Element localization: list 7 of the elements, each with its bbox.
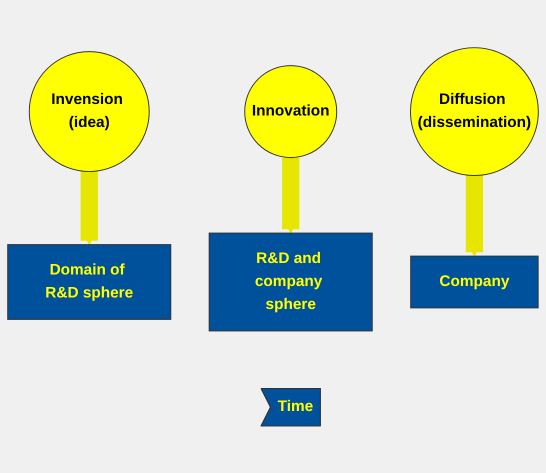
node-circle: Invension (idea) xyxy=(28,50,150,172)
node-box: R&D and company sphere xyxy=(208,232,373,332)
node-box: Domain of R&D sphere xyxy=(7,244,172,320)
node-box: Company xyxy=(410,255,539,308)
arrow xyxy=(282,156,300,234)
node-circle: Diffusion (dissemination) xyxy=(410,46,539,176)
node-circle: Innovation xyxy=(244,64,338,158)
